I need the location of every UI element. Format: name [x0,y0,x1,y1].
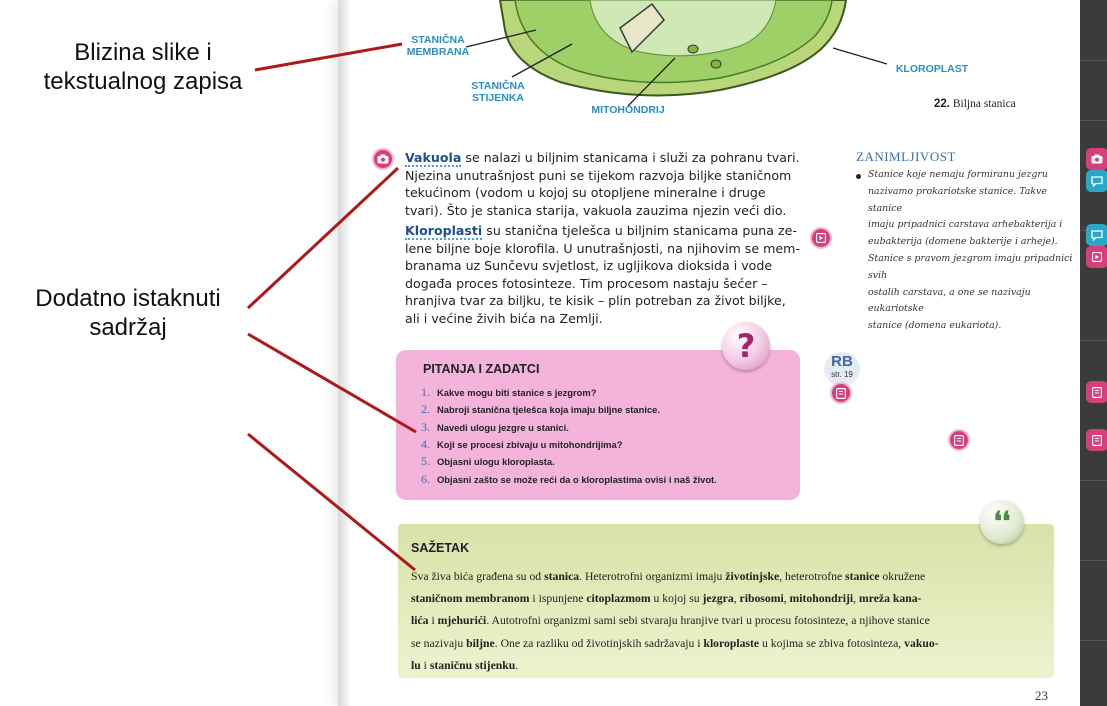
video-icon[interactable] [810,227,832,249]
summary-line: lića i mjehurići. Autotrofni organizmi s… [411,614,930,628]
question-mark-icon: ? [736,327,756,365]
zanimljivost-title: ZANIMLJIVOST [856,149,956,164]
text-line: lene biljne boje klorofila. U unutrašnjo… [405,240,800,256]
label-mitochondrion: MITOHONDRIJ [591,104,665,116]
text-line: branama uz Sunčevu svjetlost, iz ugljiko… [405,258,773,274]
question-item: 1.Kakve mogu biti stanice s jezgrom? [421,385,597,400]
summary-line: se nazivaju biljne. One za razliku od ži… [411,636,939,650]
rb-badge-title: RB [831,353,853,370]
summary-line: Sva živa bića građena su od stanica. Het… [411,570,926,583]
sidebar-document-icon[interactable] [1086,429,1107,451]
sidebar-workbook-icon[interactable] [1086,381,1107,403]
callout-image-text-proximity: Blizina slike i tekstualnog zapisa [18,38,268,96]
question-item: 3.Navedi ulogu jezgre u stanici. [421,419,569,434]
paragraph-vakuola: Vakuola se nalazi u biljnim stanicama i … [405,149,805,219]
summary-box [398,524,1054,678]
text-line: događa proces fotosinteze. Tim procesom … [405,275,768,291]
questions-box [396,350,800,500]
workbook-icon[interactable] [830,382,852,404]
camera-icon[interactable] [372,148,394,170]
page-gutter [338,0,352,706]
term-vakuola[interactable]: Vakuola [405,150,462,167]
rb-badge-page: str. 19 [831,370,853,379]
zanimljivost-text: Stanice koje nemaju formiranu jezgru naz… [868,169,1073,332]
term-kloroplasti[interactable]: Kloroplasti [405,223,483,240]
question-item: 6.Objasni zašto se može reći da o klorop… [421,471,717,486]
figure-caption-text: Biljna stanica [952,98,1016,110]
question-mark-badge: ? [722,322,770,370]
paragraph-kloroplasti: Kloroplasti su stanična tjelešca u biljn… [405,222,805,328]
text-line: tekućinom (vodom u kojoj su otopljene mi… [405,185,766,201]
question-item: 2.Nabroji stanična tjelešca koja imaju b… [421,402,660,417]
callout-line-2: tekstualnog zapisa [43,68,243,95]
text-line: Kloroplasti su stanična tjelešca u biljn… [405,223,797,240]
callout-line-2: sadržaj [89,314,167,341]
sidebar-video-icon[interactable] [1086,246,1107,268]
label-cell-wall: STANIČNA STIJENKA [471,80,525,104]
sidebar-camera-icon[interactable] [1086,148,1107,170]
text-line: hranjiva tvar za biljku, te kisik – plin… [405,293,786,309]
text-line: ali i većine živih bića na Zemlji. [405,310,603,326]
document-icon[interactable] [948,429,970,451]
figure-caption: 22. Biljna stanica [934,98,1016,110]
zanimljivost-bullet [856,174,861,179]
text-line: Njezina unutrašnjost puni se tijekom raz… [405,167,792,183]
questions-list: 1.Kakve mogu biti stanice s jezgrom? 2.N… [421,384,791,488]
quote-badge: ❛❛ [980,500,1024,544]
callout-line-1: Blizina slike i [74,39,212,66]
rb-badge[interactable]: RB str. 19 [824,352,860,386]
questions-title: PITANJA I ZADATCI [423,362,540,376]
sidebar-comment-icon-2[interactable] [1086,224,1107,246]
summary-text: Sva živa bića građena su od stanica. Het… [411,566,1047,677]
sidebar-comment-icon[interactable] [1086,170,1107,192]
callout-highlighted-content: Dodatno istaknuti sadržaj [16,284,240,342]
question-item: 4.Koji se procesi zbivaju u mitohondriji… [421,437,623,452]
text-line: Vakuola se nalazi u biljnim stanicama i … [405,150,800,167]
summary-line: staničnom membranom i ispunjene citoplaz… [411,592,922,606]
callout-line-1: Dodatno istaknuti [35,285,221,312]
figure-number: 22. [934,98,950,110]
quote-icon: ❛❛ [993,507,1011,537]
right-sidebar [1080,0,1107,706]
text-line: tvari). Što je stanica starija, vakuola … [405,202,787,218]
label-chloroplast: KLOROPLAST [895,63,969,75]
page-number: 23 [1035,688,1048,703]
summary-line: lu i staničnu stijenku. [411,658,519,672]
summary-title: SAŽETAK [411,541,470,555]
question-item: 5.Objasni ulogu kloroplasta. [421,454,555,469]
label-cell-membrane: STANIČNA MEMBRANA [406,34,470,58]
